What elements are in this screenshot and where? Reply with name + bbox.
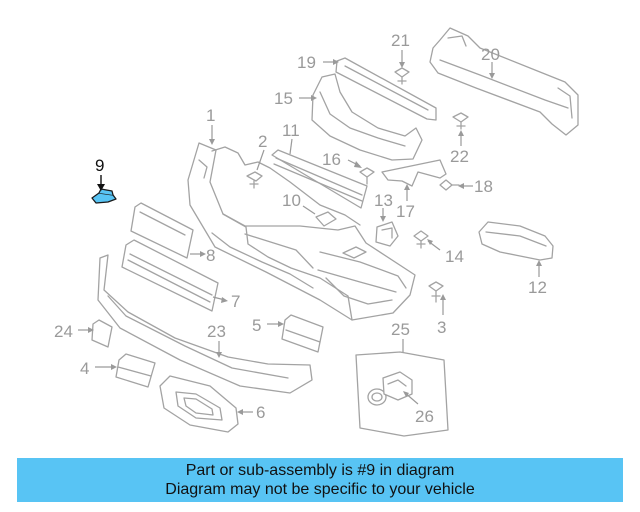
callout-26[interactable]: 26 xyxy=(415,407,434,426)
part-24-cover[interactable] xyxy=(91,319,113,348)
banner-line-part: Part or sub-assembly is #9 in diagram xyxy=(185,462,455,479)
part-17-bracket[interactable] xyxy=(381,159,447,187)
callout-10[interactable]: 10 xyxy=(282,191,301,210)
callout-1[interactable]: 1 xyxy=(206,106,215,125)
callout-20[interactable]: 20 xyxy=(481,45,500,64)
part-9-bracket[interactable] xyxy=(91,188,117,204)
callout-7[interactable]: 7 xyxy=(231,292,240,311)
part-8-license-bracket[interactable] xyxy=(130,202,194,259)
part-7-lower-grille[interactable] xyxy=(121,239,219,312)
callout-25[interactable]: 25 xyxy=(391,320,410,339)
part-13-bracket[interactable] xyxy=(375,221,399,247)
callout-22[interactable]: 22 xyxy=(450,147,469,166)
part-2-clip[interactable] xyxy=(246,171,263,189)
callout-12[interactable]: 12 xyxy=(528,278,547,297)
callout-24[interactable]: 24 xyxy=(54,322,73,341)
part-25-sensor-kit[interactable] xyxy=(355,351,449,437)
callout-11[interactable]: 11 xyxy=(282,121,300,140)
callout-15[interactable]: 15 xyxy=(274,89,293,108)
part-21-clip[interactable] xyxy=(394,67,410,85)
part-22-clip[interactable] xyxy=(452,112,469,130)
callout-18[interactable]: 18 xyxy=(474,177,493,196)
callout-4[interactable]: 4 xyxy=(80,359,89,378)
part-1-bumper-cover[interactable] xyxy=(187,142,416,321)
part-18-clip[interactable] xyxy=(439,179,460,191)
callout-2[interactable]: 2 xyxy=(258,132,267,151)
part-10-cap[interactable] xyxy=(315,211,337,227)
callout-9[interactable]: 9 xyxy=(95,156,104,175)
callout-21[interactable]: 21 xyxy=(391,31,410,50)
callout-8[interactable]: 8 xyxy=(206,246,215,265)
part-16-clip[interactable] xyxy=(359,167,375,185)
callout-17[interactable]: 17 xyxy=(396,202,415,221)
callout-6[interactable]: 6 xyxy=(256,403,265,422)
part-5-reflector[interactable] xyxy=(281,314,324,353)
part-12-fog-lamp[interactable] xyxy=(478,221,554,261)
part-19-upper-bar[interactable] xyxy=(335,57,437,121)
callout-3[interactable]: 3 xyxy=(437,318,446,337)
part-3-bolt[interactable] xyxy=(428,281,444,303)
part-26-sensor[interactable] xyxy=(367,371,413,406)
part-4-reflector[interactable] xyxy=(115,353,156,388)
part-14-clip[interactable] xyxy=(413,230,429,249)
part-11-grille-strip[interactable] xyxy=(271,149,368,209)
callout-14[interactable]: 14 xyxy=(445,247,464,266)
part-23-valance[interactable] xyxy=(97,254,313,394)
callout-16[interactable]: 16 xyxy=(322,150,341,169)
arrowhead-9 xyxy=(97,184,105,191)
banner-line-disclaimer: Diagram may not be specific to your vehi… xyxy=(165,481,475,498)
callout-19[interactable]: 19 xyxy=(297,53,316,72)
part-20-reinforcement[interactable] xyxy=(429,27,579,136)
callout-23[interactable]: 23 xyxy=(207,322,226,341)
part-15-grille-frame[interactable] xyxy=(311,73,423,161)
callout-13[interactable]: 13 xyxy=(374,191,393,210)
info-banner: Part or sub-assembly is #9 in diagram Di… xyxy=(17,458,623,502)
part-6-fog-bezel[interactable] xyxy=(159,375,239,433)
parts-diagram: 9 1 2 11 10 8 xyxy=(54,27,579,437)
callout-5[interactable]: 5 xyxy=(252,316,261,335)
